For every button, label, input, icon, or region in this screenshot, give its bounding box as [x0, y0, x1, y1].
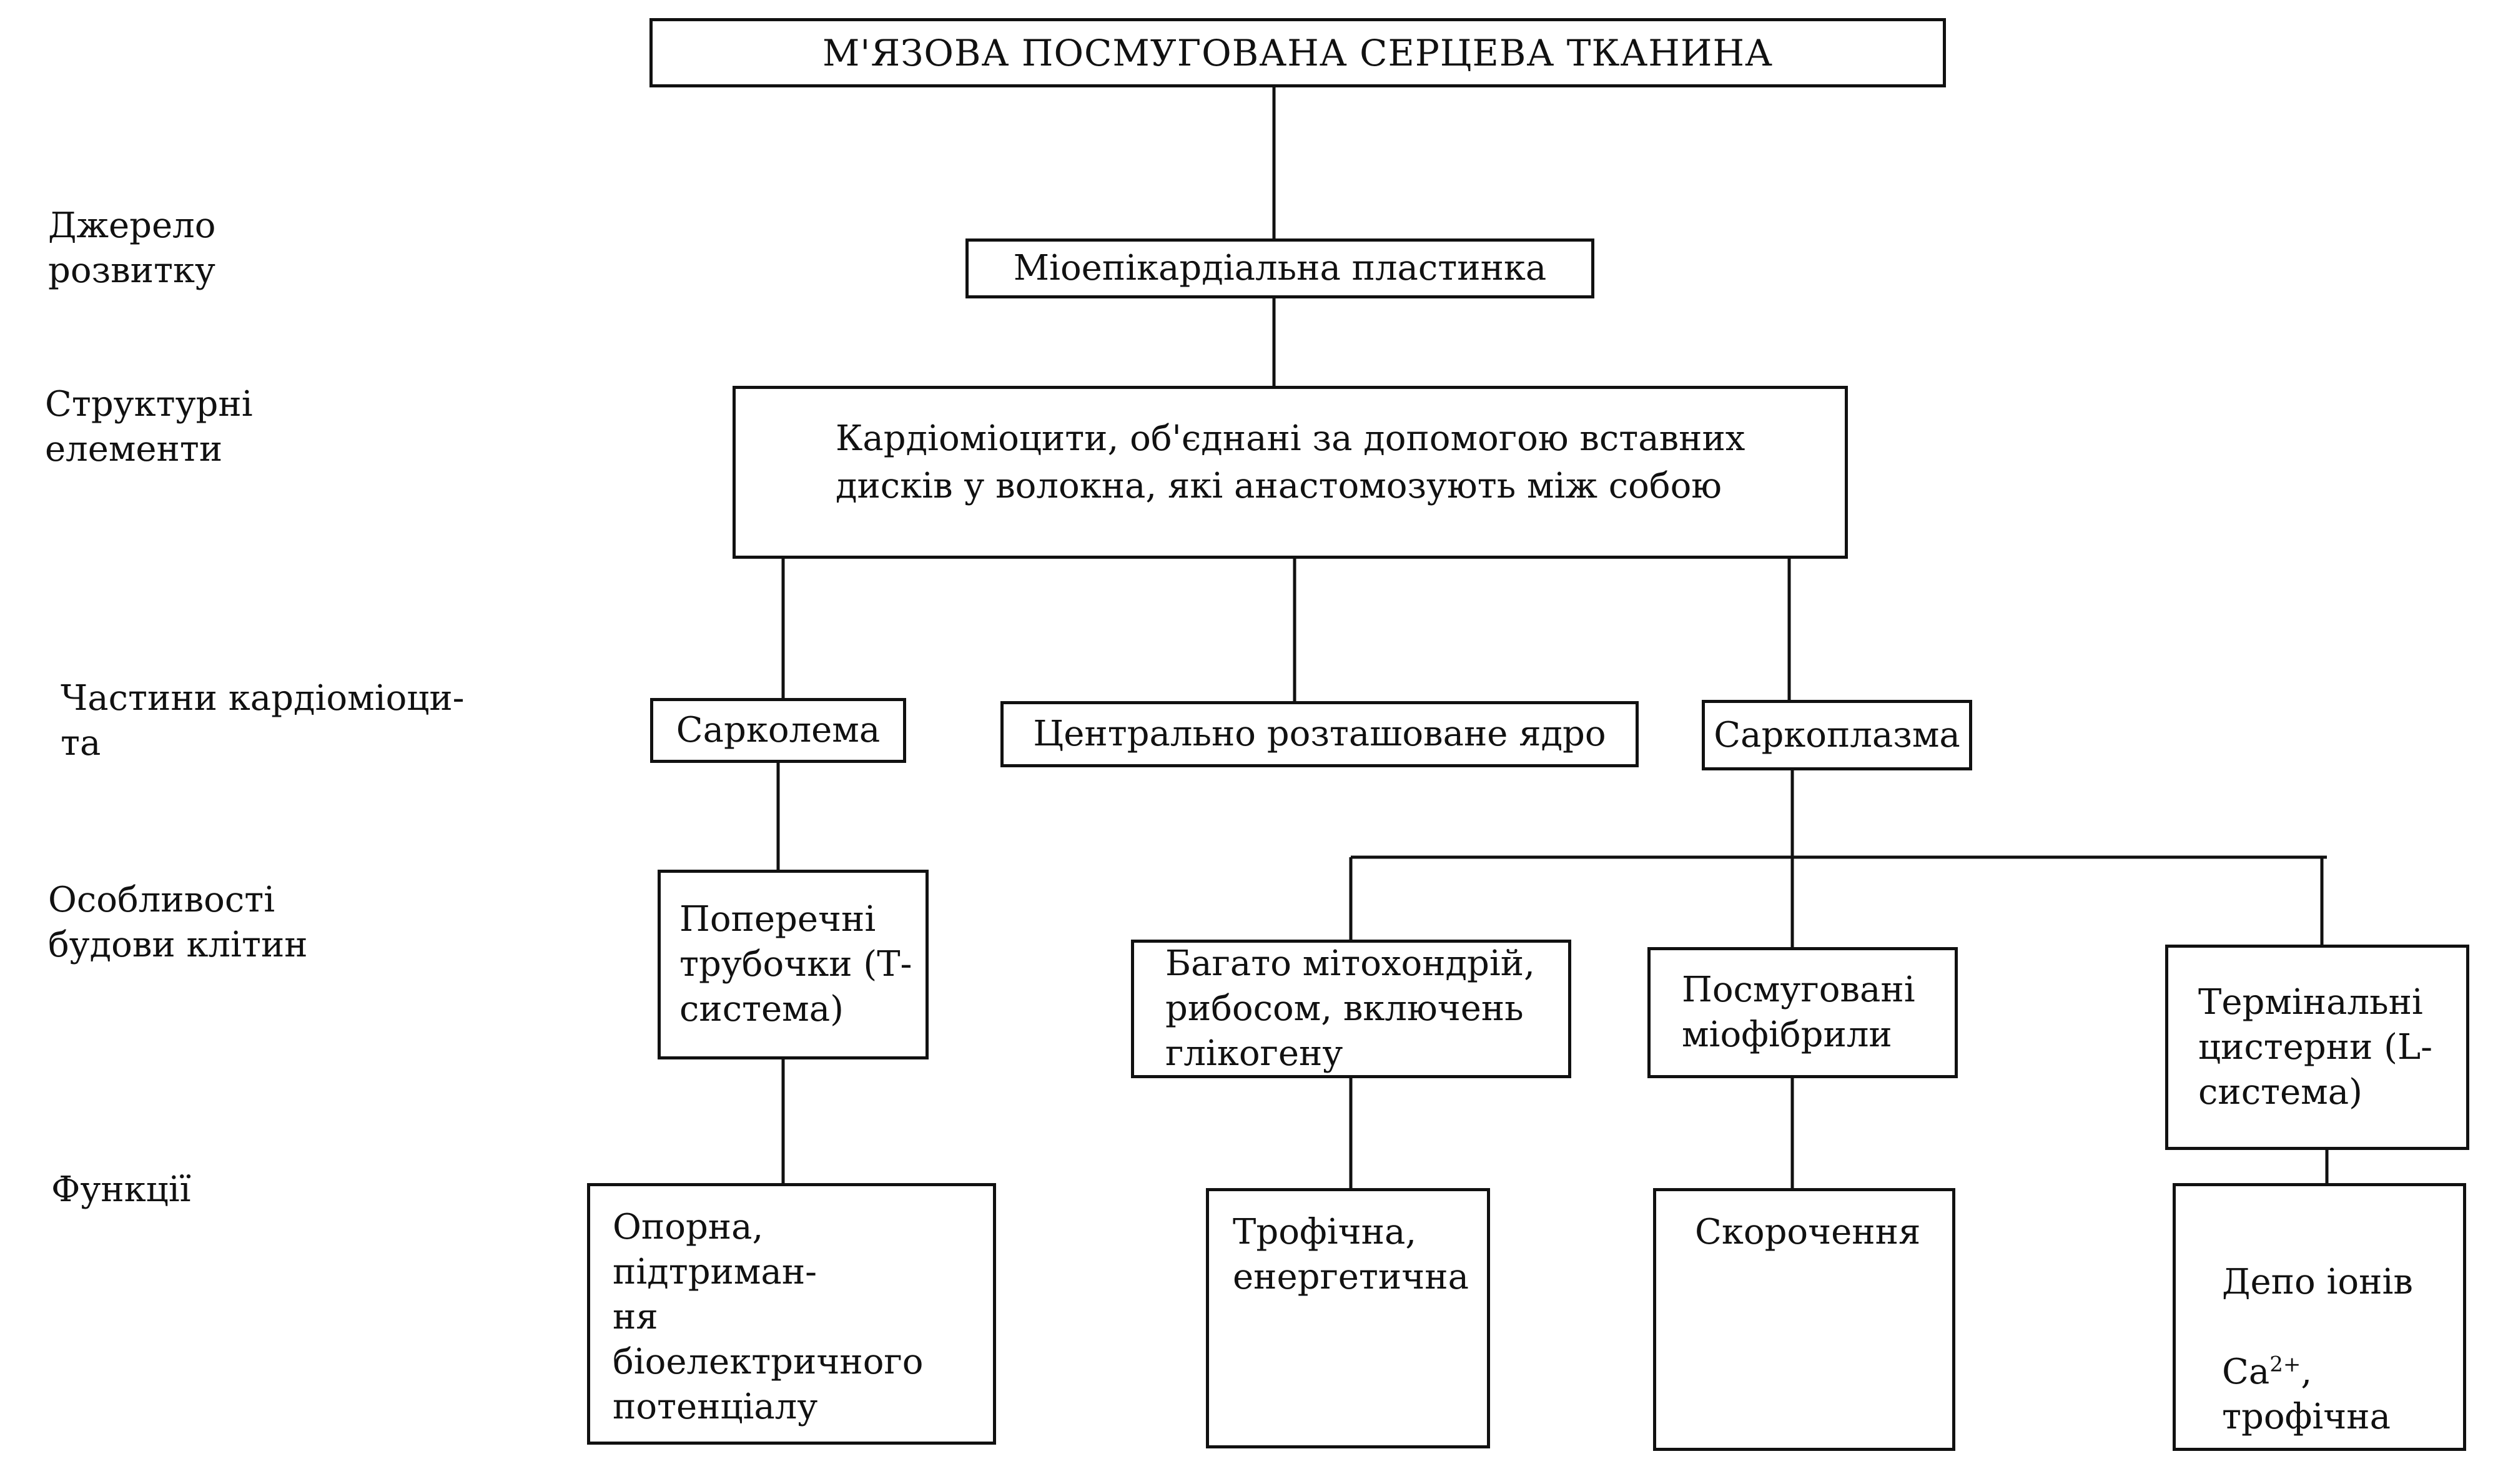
depot-ion-charge: 2+ — [2269, 1352, 2301, 1377]
depot-ion: Ca — [2222, 1352, 2270, 1392]
depot-function-box: Депо іонів Ca2+, трофічна — [2173, 1183, 2466, 1451]
depot-text-line1: Депо іонів — [2222, 1262, 2413, 1302]
l-system-box: Термінальні цистерни (L- система) — [2165, 945, 2469, 1150]
t-system-box: Поперечні трубочки (Т- система) — [658, 870, 929, 1059]
title-box: М'ЯЗОВА ПОСМУГОВАНА СЕРЦЕВА ТКАНИНА — [649, 18, 1946, 87]
contraction-function-box: Скорочення — [1653, 1188, 1955, 1451]
row-label-source: Джерело розвитку — [48, 205, 216, 291]
row-label-parts: Частини кардіоміоци- та — [61, 678, 465, 764]
source-box: Міоепікардіальна пластинка — [965, 238, 1594, 298]
sarcolemma-box: Сарколема — [650, 698, 906, 763]
myofibrils-box: Посмуговані міофібрили — [1647, 947, 1958, 1078]
nucleus-box: Центрально розташоване ядро — [1000, 701, 1639, 767]
row-label-features: Особливості будови клітин — [48, 880, 308, 965]
structure-box: Кардіоміоцити, об'єднані за допомогою вс… — [733, 386, 1848, 559]
support-function-box: Опорна, підтриман- ня біоелектричного по… — [587, 1183, 996, 1445]
row-label-structure: Структурні елементи — [45, 384, 253, 469]
sarcoplasm-box: Саркоплазма — [1702, 700, 1972, 770]
trophic-function-box: Трофічна, енергетична — [1206, 1188, 1490, 1448]
row-label-functions: Функції — [51, 1169, 191, 1210]
mitochondria-box: Багато мітохондрій, рибосом, включень гл… — [1131, 940, 1571, 1078]
depot-text-line3: , трофічна — [2222, 1352, 2391, 1437]
